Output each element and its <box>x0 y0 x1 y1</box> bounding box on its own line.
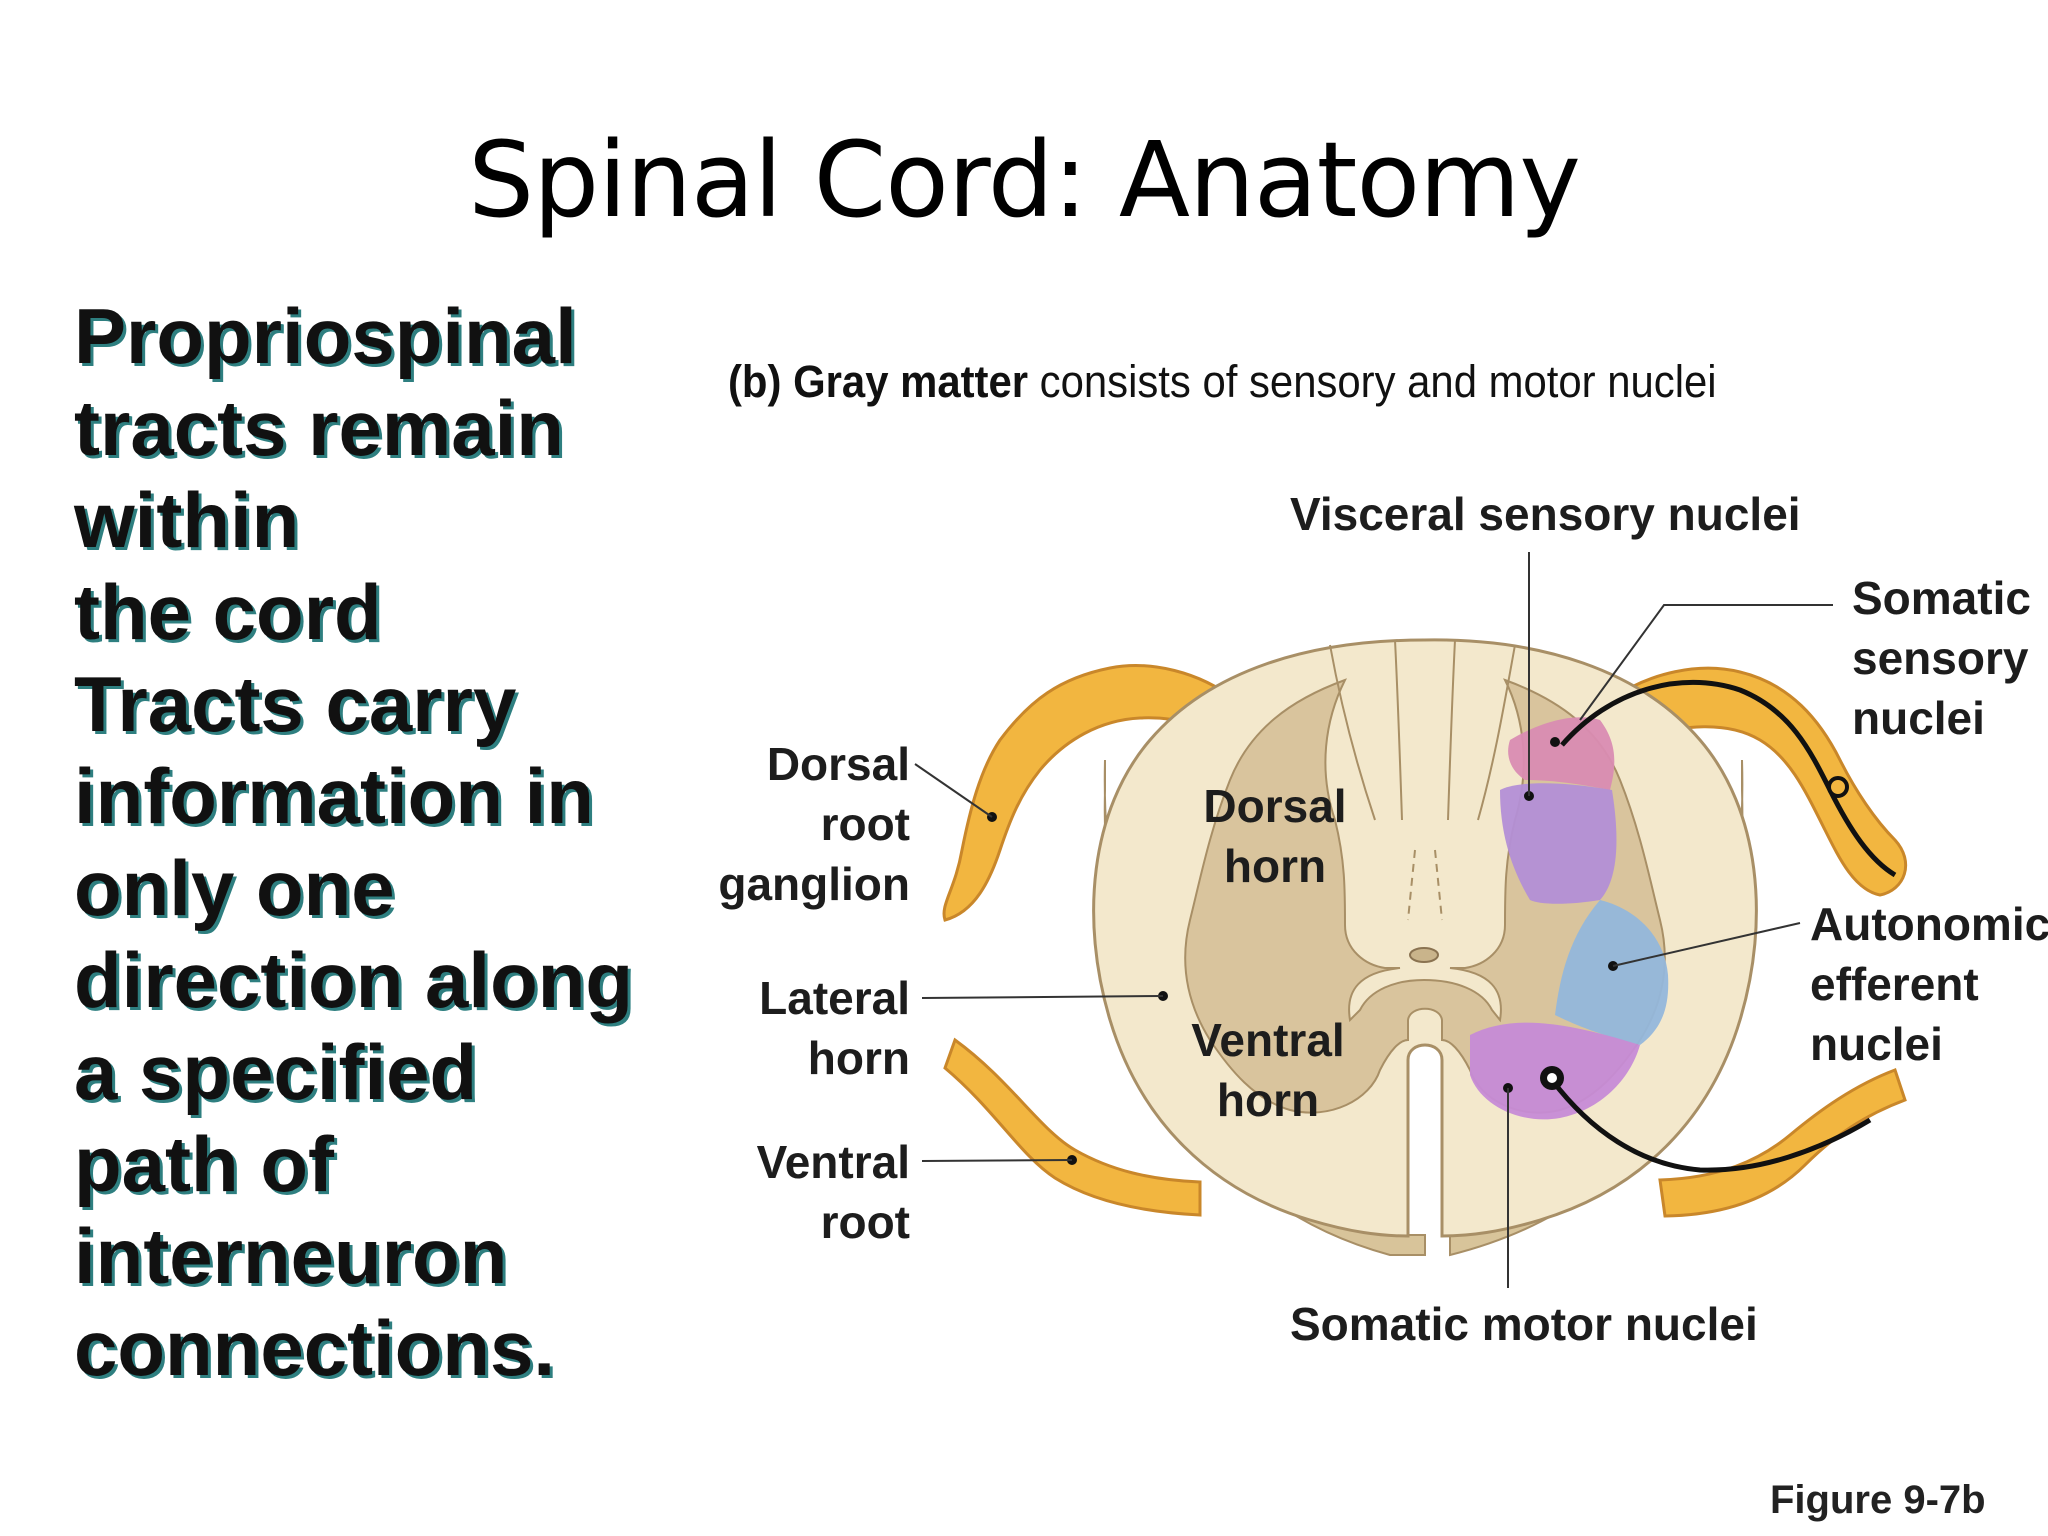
dorsal-root-ganglion-label-1: Dorsal <box>767 738 910 790</box>
dorsal-root-ganglion-label-3: ganglion <box>718 858 910 910</box>
body-line: only one <box>74 844 395 932</box>
visceral-sensory-label: Visceral sensory nuclei <box>1290 488 1801 540</box>
dorsal-column-lines <box>1329 639 1516 921</box>
sensory-neuron-body <box>1827 776 1849 798</box>
autonomic-efferent-nuclei <box>1555 900 1669 1045</box>
ventral-root-right <box>1658 1068 1907 1218</box>
body-line: interneuron <box>74 1212 508 1300</box>
slide-title: Spinal Cord: Anatomy <box>468 119 1581 241</box>
body-line: Tracts carry <box>74 660 517 748</box>
autonomic-efferent-label-2: efferent <box>1810 958 1979 1010</box>
body-line: path of <box>74 1120 334 1208</box>
ventral-root-label-2: root <box>821 1196 910 1248</box>
ventral-horn-label-1: Ventral <box>1191 1014 1344 1066</box>
leader-lines <box>914 552 1833 1288</box>
central-canal <box>1409 947 1439 963</box>
motor-neuron-nucleus <box>1547 1073 1557 1083</box>
figure-reference: Figure 9-7b <box>1770 1478 1986 1522</box>
ventral-horn-label-2: horn <box>1217 1074 1319 1126</box>
somatic-sensory-label-2: sensory <box>1852 632 2029 684</box>
dorsal-root-left <box>942 664 1237 922</box>
figure-heading-rest: consists of sensory and motor nuclei <box>1039 356 1717 407</box>
dorsal-root-ganglion-label-2: root <box>821 798 910 850</box>
dorsal-horn-label-1: Dorsal <box>1203 780 1346 832</box>
somatic-sensory-label-3: nuclei <box>1852 692 1985 744</box>
body-line: information in <box>74 752 594 840</box>
autonomic-efferent-label-1: Autonomic <box>1810 898 2048 950</box>
body-line: direction along <box>74 936 634 1024</box>
body-text: Propriospinal tracts remain within the c… <box>74 290 674 1394</box>
figure-heading-prefix: (b) <box>728 356 782 407</box>
somatic-sensory-nuclei <box>1508 717 1615 790</box>
lateral-horn-label-1: Lateral <box>759 972 910 1024</box>
figure-heading: (b) Gray matter consists of sensory and … <box>728 356 1717 408</box>
lateral-horn-label-2: horn <box>808 1032 910 1084</box>
body-line: within <box>74 476 300 564</box>
body-line: the cord <box>74 568 382 656</box>
body-line: connections. <box>74 1304 556 1392</box>
sensory-neuron-path <box>1560 679 1897 878</box>
body-line: a specified <box>74 1028 478 1116</box>
body-line: Propriospinal <box>74 292 577 380</box>
figure-heading-bold: Gray matter <box>793 356 1029 407</box>
visceral-sensory-nuclei <box>1500 783 1617 904</box>
ventral-root-left <box>943 1037 1202 1217</box>
somatic-motor-label: Somatic motor nuclei <box>1290 1298 1758 1350</box>
dorsal-horn-label-2: horn <box>1224 840 1326 892</box>
autonomic-efferent-label-3: nuclei <box>1810 1018 1943 1070</box>
motor-neuron-path <box>1550 1078 1872 1173</box>
body-line: tracts remain <box>74 384 564 472</box>
ventral-root-label-1: Ventral <box>757 1136 910 1188</box>
somatic-sensory-label-1: Somatic <box>1852 572 2031 624</box>
